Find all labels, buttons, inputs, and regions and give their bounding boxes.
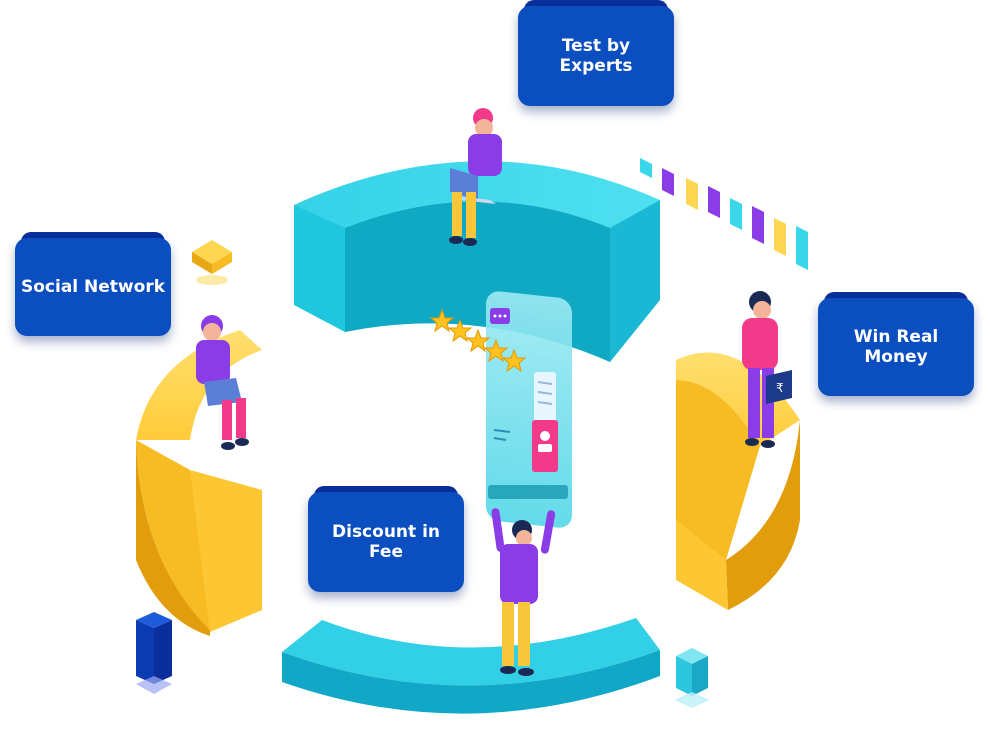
blue-pillar (136, 612, 172, 694)
bottom-arc-block (282, 618, 660, 714)
discount-in-fee-label: Discount in Fee (332, 522, 440, 562)
glass-phone (486, 291, 572, 528)
person-top-laptop (449, 108, 502, 246)
left-arc-block (136, 330, 262, 636)
social-network-label: Social Network (21, 277, 166, 297)
person-right-standing: ₹ (742, 291, 792, 448)
person-left-laptop (196, 315, 249, 450)
person-bottom-reaching (491, 508, 556, 676)
win-real-money-label: Win Real Money (853, 327, 939, 367)
document-icon (534, 372, 556, 422)
star-rating-icon (429, 308, 527, 373)
discount-in-fee-card[interactable]: Discount in Fee (308, 486, 464, 592)
test-by-experts-card[interactable]: Test by Experts (518, 0, 674, 106)
yellow-cube (192, 240, 232, 285)
social-network-card[interactable]: Social Network (15, 232, 171, 336)
test-by-experts-label: Test by Experts (559, 36, 633, 76)
cyan-cube (674, 648, 710, 708)
rupee-sign-icon: ₹ (776, 381, 784, 395)
decorative-bars (640, 158, 808, 270)
win-real-money-card[interactable]: Win Real Money (818, 292, 974, 396)
